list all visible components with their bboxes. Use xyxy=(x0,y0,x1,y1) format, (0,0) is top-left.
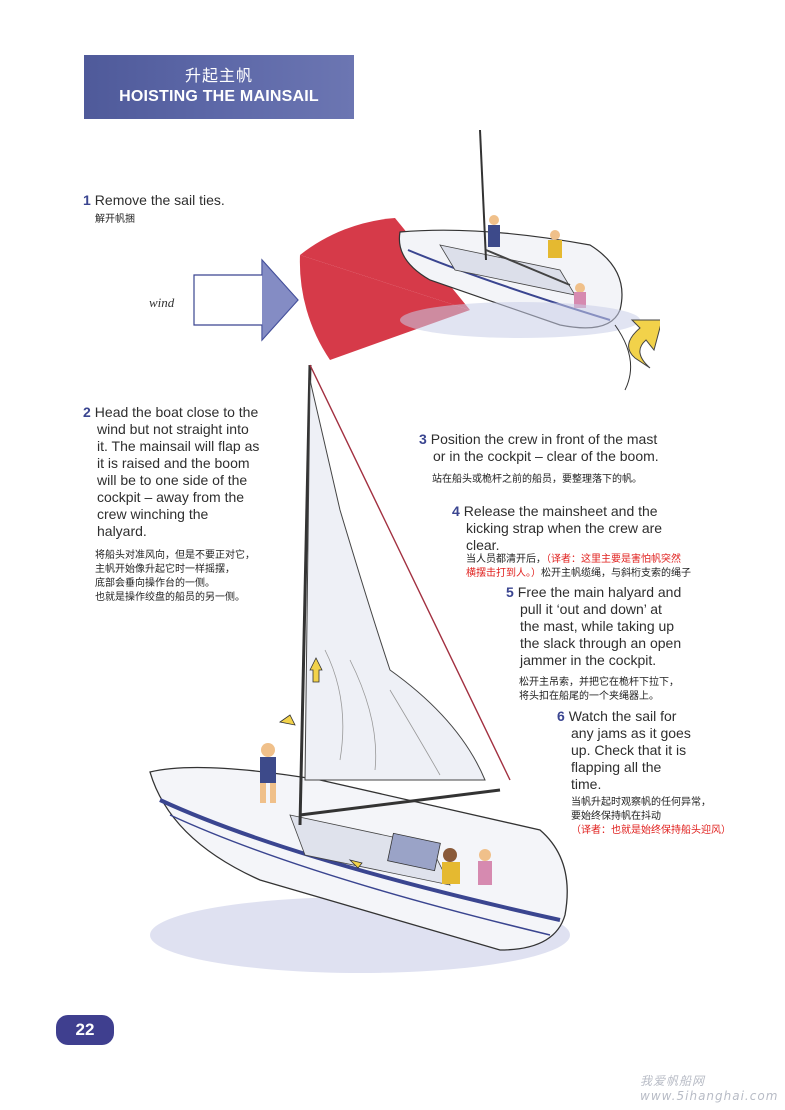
translation-line: 也就是操作绞盘的船员的另一侧。 xyxy=(95,592,245,603)
step-number: 6 xyxy=(557,708,565,724)
step-line: cockpit – away from the xyxy=(97,489,245,505)
step-line: kicking strap when the crew are xyxy=(466,520,663,536)
step-line: wind but not straight into xyxy=(97,421,249,437)
step-number: 4 xyxy=(452,503,460,519)
step-text: Remove the sail ties. xyxy=(94,192,225,208)
step-line: or in the cockpit – clear of the boom. xyxy=(433,448,659,464)
step-line: it. The mainsail will flap as xyxy=(97,438,260,454)
step-line: will be to one side of the xyxy=(97,472,248,488)
step-line: halyard. xyxy=(97,523,147,539)
step-number: 1 xyxy=(83,192,91,208)
translation-line: 将头扣在船尾的一个夹绳器上。 xyxy=(519,691,659,702)
step-3-translation: 站在船头或桅杆之前的船员，要整理落下的帆。 xyxy=(432,474,642,485)
step-line: pull it ‘out and down’ at xyxy=(520,601,662,617)
step-2-translation: 将船头对准风向，但是不要正对它， 主帆开始像升起它时一样摇摆， 底部会垂向操作台… xyxy=(95,549,295,605)
translation-text: 松开主帆缆绳，与斜桁支索的绳子 xyxy=(541,568,691,579)
no-go-zone-sector xyxy=(299,255,470,360)
step-line: clear. xyxy=(466,537,500,553)
page-number: 22 xyxy=(56,1015,114,1045)
translator-note: （译者：这里主要是害怕帆突然 xyxy=(546,554,681,565)
step-line: Free the main halyard and xyxy=(517,584,682,600)
illustration-boat-head-to-wind xyxy=(193,129,660,391)
translator-note: （译者：也就是始终保持船头迎风） xyxy=(571,825,731,836)
translator-note: 横摆击打到人。） xyxy=(466,568,541,579)
step-line: time. xyxy=(571,776,602,792)
page-title-en: HOISTING THE MAINSAIL xyxy=(119,88,319,105)
step-line: the mast, while taking up xyxy=(520,618,675,634)
step-line: Head the boat close to the xyxy=(94,404,259,420)
translation-line: 主帆开始像升起它时一样摇摆， xyxy=(95,564,235,575)
step-line: any jams as it goes xyxy=(571,725,691,741)
step-6-translation: 当帆升起时观察帆的任何异常， 要始终保持帆在抖动 （译者：也就是始终保持船头迎风… xyxy=(571,796,771,838)
step-line: it is raised and the boom xyxy=(97,455,250,471)
step-5-translation: 松开主吊索，并把它在桅杆下拉下， 将头扣在船尾的一个夹绳器上。 xyxy=(519,676,739,704)
step-line: Watch the sail for xyxy=(568,708,677,724)
step-line: Position the crew in front of the mast xyxy=(430,431,658,447)
step-line: crew winching the xyxy=(97,506,209,522)
step-1-translation: 解开帆捆 xyxy=(95,214,135,225)
translation-text: 当人员都清开后， xyxy=(466,554,546,565)
step-line: jammer in the cockpit. xyxy=(520,652,657,668)
translation-line: 底部会垂向操作台的一侧。 xyxy=(95,578,215,589)
step-line: Release the mainsheet and the xyxy=(463,503,658,519)
translation-line: 当帆升起时观察帆的任何异常， xyxy=(571,797,711,808)
turn-arrow xyxy=(614,319,660,391)
boat-small xyxy=(398,129,640,338)
illustration-hoisting-mainsail xyxy=(149,364,570,973)
page-title-cn: 升起主帆 xyxy=(184,66,253,85)
translation-line: 松开主吊索，并把它在桅杆下拉下， xyxy=(519,677,679,688)
step-4-translation: 当人员都清开后，（译者：这里主要是害怕帆突然 横摆击打到人。）松开主帆缆绳，与斜… xyxy=(466,553,746,581)
wind-arrow xyxy=(193,258,299,342)
step-number: 5 xyxy=(506,584,514,600)
translation-line: 将船头对准风向，但是不要正对它， xyxy=(95,550,255,561)
page-title-banner: 升起主帆 HOISTING THE MAINSAIL xyxy=(84,55,354,119)
watermark: 我爱帆船网 www.5ihanghai.com xyxy=(640,1074,779,1103)
step-line: flapping all the xyxy=(571,759,662,775)
step-number: 2 xyxy=(83,404,91,420)
translation-line: 要始终保持帆在抖动 xyxy=(571,811,661,822)
step-line: the slack through an open xyxy=(520,635,682,651)
step-number: 3 xyxy=(419,431,427,447)
step-line: up. Check that it is xyxy=(571,742,687,758)
wind-label: wind xyxy=(149,295,175,310)
